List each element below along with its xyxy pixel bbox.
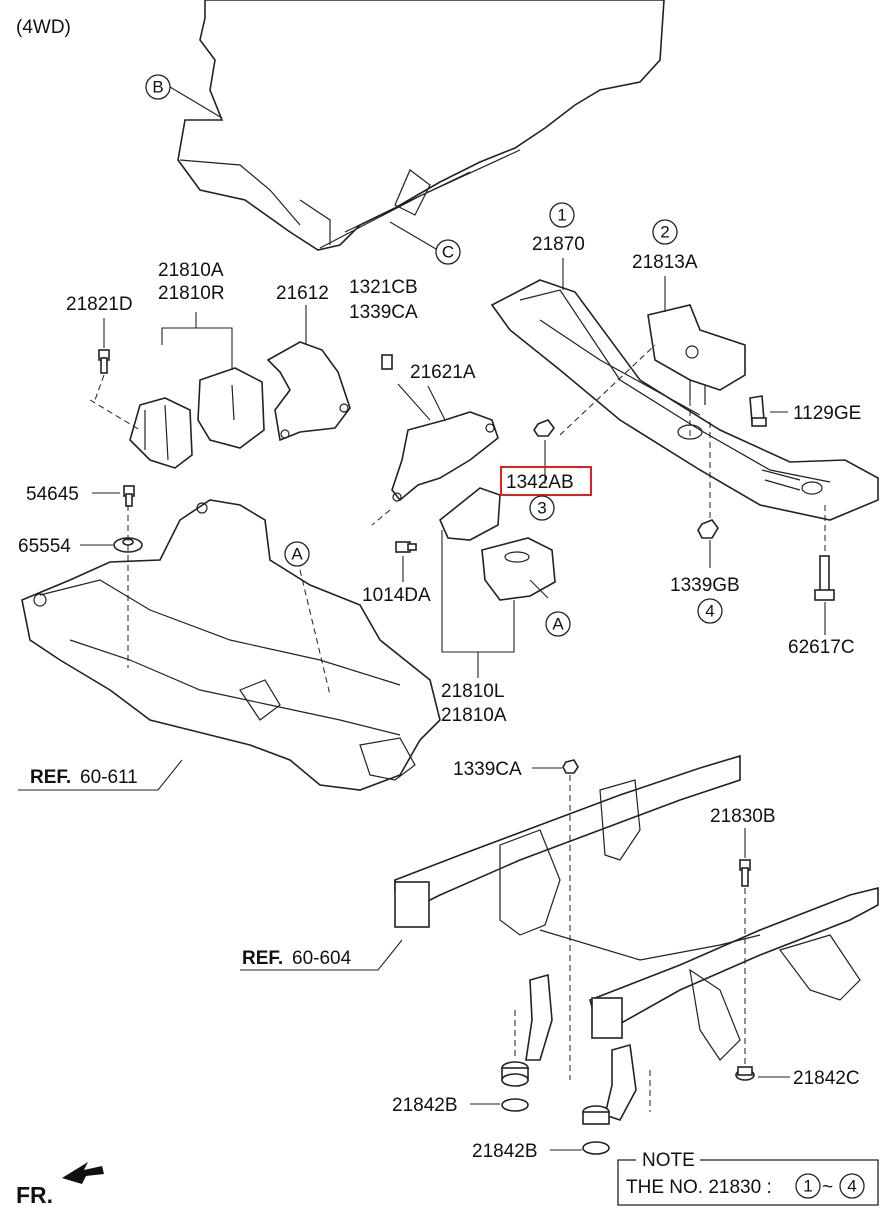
callout-c-circle	[435, 239, 461, 265]
label-1339ca-top: 1339CA	[349, 302, 418, 323]
label-1321cb: 1321CB	[349, 277, 418, 298]
callout-a2: A	[552, 615, 564, 634]
label-1014da: 1014DA	[362, 585, 431, 606]
callout-a2-circle	[545, 611, 571, 637]
subframe-drawing	[21, 499, 441, 791]
ref-60-604-prefix: REF.	[242, 948, 283, 969]
bolt-1014da-drawing	[395, 541, 417, 553]
note-range-separator: ~	[822, 1177, 833, 1198]
label-21870: 21870	[532, 234, 585, 255]
bolt-21830b-drawing	[739, 859, 751, 887]
mount-21810l-drawing	[439, 487, 556, 601]
dashed-guide-lines	[89, 344, 826, 1112]
callout-b-circle	[145, 74, 171, 100]
front-arrow-icon	[62, 1162, 104, 1184]
note-title: NOTE	[642, 1150, 695, 1171]
note-box: NOTE THE NO. 21830 : 1 ~ 4	[617, 1150, 879, 1206]
mount-21810a-drawing	[129, 397, 193, 469]
label-1339gb: 1339GB	[670, 575, 740, 596]
note-range-end-circle	[839, 1173, 865, 1199]
label-21810r: 21810R	[158, 283, 225, 304]
note-text: THE NO. 21830 :	[626, 1177, 772, 1198]
engine-transmission-drawing	[177, 0, 665, 251]
label-21842b-1: 21842B	[392, 1095, 458, 1116]
label-21842b-2: 21842B	[472, 1141, 538, 1162]
highlight-box-1342ab	[500, 466, 592, 496]
label-54645: 54645	[26, 484, 79, 505]
callout-c: C	[442, 243, 454, 262]
insulator-21810r-drawing	[197, 367, 265, 449]
nut-1339ca-drawing	[562, 759, 579, 774]
variant-label: (4WD)	[16, 17, 71, 38]
callout-b: B	[152, 78, 163, 97]
index-2-circle	[652, 219, 678, 245]
ref-60-611-value: 60-611	[80, 767, 138, 788]
ref-60-604-value: 60-604	[292, 948, 352, 969]
leader-lines	[18, 86, 826, 1151]
callout-a1-circle	[284, 541, 310, 567]
index-2: 2	[660, 223, 669, 242]
crossmember-drawing	[490, 279, 879, 521]
index-4-circle	[697, 598, 723, 624]
label-1342ab: 1342AB	[506, 472, 574, 493]
label-65554: 65554	[18, 536, 71, 557]
nut-21842c-drawing	[735, 1066, 755, 1081]
front-indicator: FR.	[16, 1162, 104, 1208]
index-1-circle	[549, 202, 575, 228]
bolt-62617c-drawing	[814, 555, 835, 601]
frame-drawing	[394, 754, 879, 1061]
index-3: 3	[537, 499, 546, 518]
label-21830b: 21830B	[710, 806, 776, 827]
label-21810a-bottom: 21810A	[441, 705, 507, 726]
index-3-circle	[529, 495, 555, 521]
label-21621a: 21621A	[410, 362, 476, 383]
label-21810a-top: 21810A	[158, 260, 224, 281]
nut-1339gb-drawing	[697, 519, 719, 539]
label-1339ca-bottom: 1339CA	[453, 759, 522, 780]
label-62617c: 62617C	[788, 637, 855, 658]
label-21842c: 21842C	[793, 1068, 860, 1089]
callout-a1: A	[291, 545, 303, 564]
bracket-21813a-drawing	[647, 304, 746, 405]
bracket-21612-drawing	[266, 341, 351, 442]
bolt-1129ge-drawing	[749, 395, 767, 427]
bolt-21821d-drawing	[98, 349, 110, 374]
index-4: 4	[705, 602, 714, 621]
ref-60-611-prefix: REF.	[30, 767, 71, 788]
bracket-21621a-drawing	[391, 411, 499, 502]
front-label: FR.	[16, 1182, 53, 1208]
label-21821d: 21821D	[66, 294, 133, 315]
body-mount-21842b-drawing	[501, 973, 637, 1155]
index-1: 1	[557, 206, 566, 225]
note-range-start: 1	[803, 1177, 812, 1196]
bolt-54645-drawing	[123, 485, 135, 507]
label-21612: 21612	[276, 283, 329, 304]
stud-1321cb-drawing	[381, 354, 393, 370]
note-range-start-circle	[795, 1173, 821, 1199]
nut-1342ab-drawing	[533, 419, 555, 437]
label-21810l: 21810L	[441, 681, 504, 702]
label-1129ge: 1129GE	[793, 403, 861, 424]
note-range-end: 4	[847, 1177, 856, 1196]
label-21813a: 21813A	[632, 252, 698, 273]
